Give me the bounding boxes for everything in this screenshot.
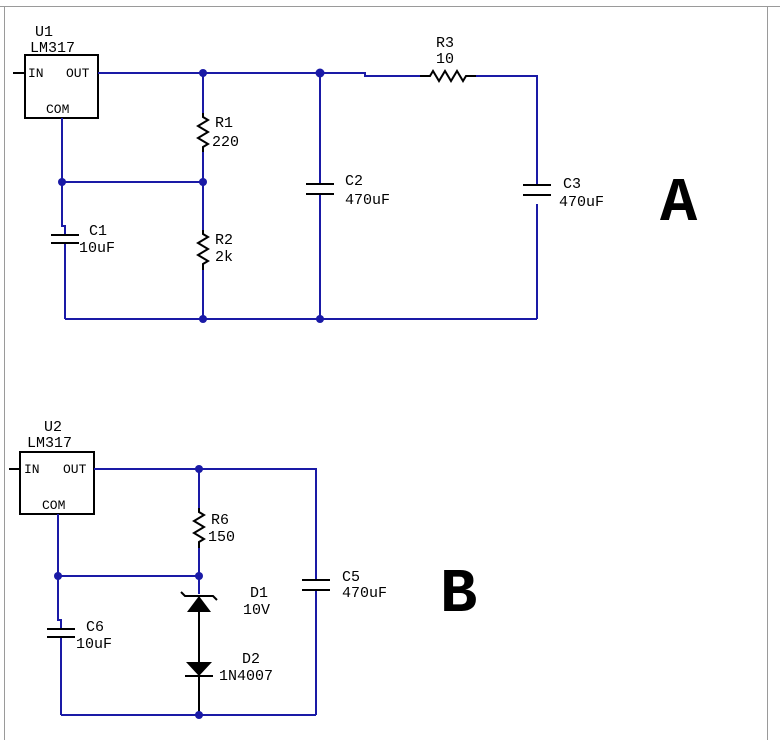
capacitor-c2-ref: C2 <box>345 173 363 190</box>
regulator-u2[interactable]: U2 LM317 IN OUT COM <box>9 419 95 515</box>
section-label-a: A <box>660 168 698 239</box>
capacitor-c2-value: 470uF <box>345 192 390 209</box>
circuit-a-wires <box>61 72 538 320</box>
capacitor-c6-value: 10uF <box>76 636 112 653</box>
capacitor-c1-ref: C1 <box>89 223 107 240</box>
resistor-r2-value: 2k <box>215 249 233 266</box>
wire-a-com-to-c1 <box>61 182 66 234</box>
wire-a-output-rail <box>98 72 420 77</box>
junction-dot <box>195 572 203 580</box>
resistor-r6-ref: R6 <box>211 512 229 529</box>
diode-d2-value: 1N4007 <box>219 668 273 685</box>
regulator-u2-part: LM317 <box>27 435 72 452</box>
junction-dot <box>58 178 66 186</box>
resistor-r3-value: 10 <box>436 51 454 68</box>
resistor-r1-symbol <box>196 113 210 152</box>
section-label-b: B <box>440 559 477 630</box>
regulator-u2-ref: U2 <box>44 419 62 436</box>
regulator-u1[interactable]: U1 LM317 IN OUT COM <box>13 24 99 119</box>
junction-dot <box>195 711 203 719</box>
capacitor-c5[interactable]: C5 470uF <box>302 569 387 602</box>
circuit-a: U1 LM317 IN OUT COM <box>13 24 698 323</box>
capacitor-c5-value: 470uF <box>342 585 387 602</box>
resistor-r6-value: 150 <box>208 529 235 546</box>
zener-diode-d1-triangle <box>187 596 211 612</box>
wire-b-com-to-c6 <box>57 576 62 628</box>
resistor-r3-symbol <box>420 69 476 83</box>
regulator-u2-pin-out: OUT <box>63 462 87 477</box>
junction-dot <box>199 69 207 77</box>
diode-d2[interactable]: D2 1N4007 <box>185 651 273 685</box>
resistor-r3-ref: R3 <box>436 35 454 52</box>
resistor-r1-ref: R1 <box>215 115 233 132</box>
regulator-u1-part: LM317 <box>30 40 75 57</box>
resistor-r6-symbol <box>192 508 206 548</box>
wire-b-output-rail <box>94 468 317 580</box>
resistor-r1[interactable]: R1 220 <box>196 113 239 152</box>
resistor-r1-value: 220 <box>212 134 239 151</box>
junction-dot <box>199 315 207 323</box>
diode-d2-triangle <box>186 662 212 676</box>
capacitor-c6[interactable]: C6 10uF <box>47 619 112 653</box>
resistor-r3[interactable]: R3 10 <box>420 35 476 83</box>
capacitor-c2[interactable]: C2 470uF <box>306 173 390 209</box>
zener-diode-d1-value: 10V <box>243 602 270 619</box>
zener-diode-d1[interactable]: D1 10V <box>180 585 270 619</box>
resistor-r2[interactable]: R2 2k <box>196 230 233 270</box>
zener-diode-d1-bar <box>180 591 218 601</box>
regulator-u1-ref: U1 <box>35 24 53 41</box>
capacitor-c5-ref: C5 <box>342 569 360 586</box>
capacitor-c3-ref: C3 <box>563 176 581 193</box>
junction-dot <box>316 315 324 323</box>
regulator-u2-pin-com: COM <box>42 498 65 513</box>
wire-a-r3-to-c3 <box>476 75 538 184</box>
circuit-b-wires <box>57 468 317 716</box>
regulator-u1-pin-com: COM <box>46 102 69 117</box>
resistor-r2-ref: R2 <box>215 232 233 249</box>
circuit-b: U2 LM317 IN OUT COM R6 <box>9 419 477 719</box>
regulator-u2-pin-in: IN <box>24 462 40 477</box>
capacitor-c3-value: 470uF <box>559 194 604 211</box>
regulator-u1-pin-out: OUT <box>66 66 90 81</box>
resistor-r2-symbol <box>196 230 210 270</box>
capacitor-c1[interactable]: C1 10uF <box>51 223 115 257</box>
capacitor-c6-ref: C6 <box>86 619 104 636</box>
junction-dot <box>195 465 203 473</box>
resistor-r6[interactable]: R6 150 <box>192 508 235 548</box>
capacitor-c3[interactable]: C3 470uF <box>523 176 604 211</box>
diode-d2-ref: D2 <box>242 651 260 668</box>
junction-dot <box>199 178 207 186</box>
capacitor-c1-value: 10uF <box>79 240 115 257</box>
junction-dot <box>315 68 325 78</box>
regulator-u1-pin-in: IN <box>28 66 44 81</box>
zener-diode-d1-ref: D1 <box>250 585 268 602</box>
junction-dot <box>54 572 62 580</box>
